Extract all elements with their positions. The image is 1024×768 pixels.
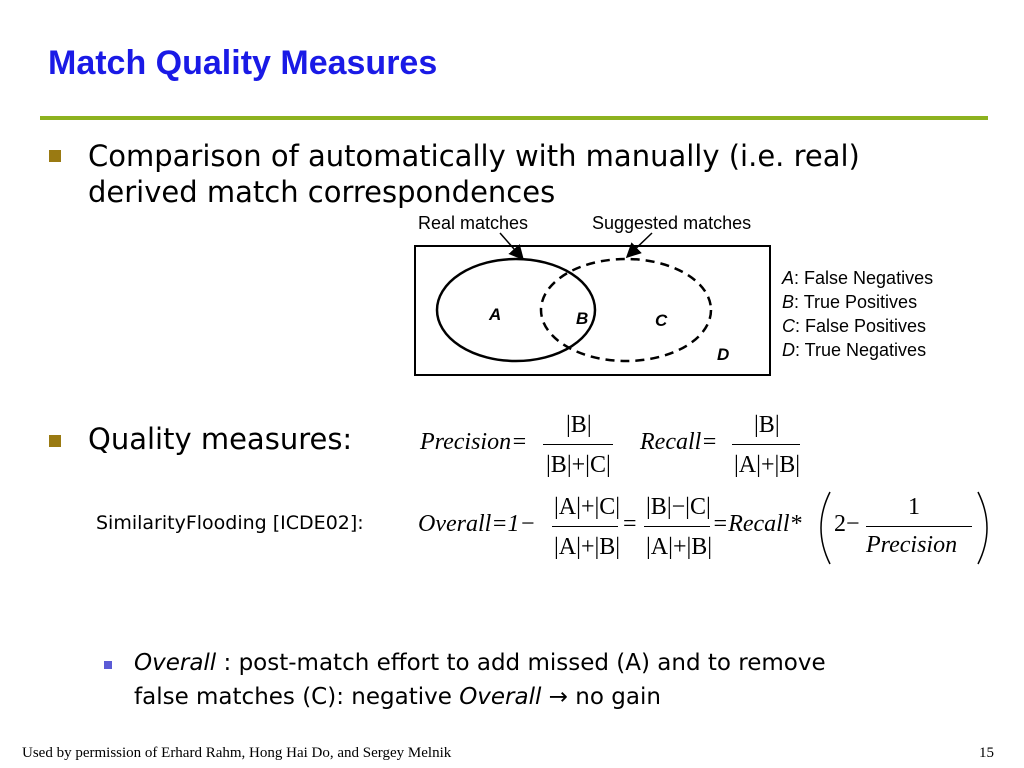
venn-legend: A: False Negatives B: True Positives C: …	[782, 266, 933, 362]
overall-explanation-line-1: Overall : post-match effort to add misse…	[134, 650, 826, 676]
precision-fraction-bar	[543, 444, 613, 445]
slide-title: Match Quality Measures	[48, 44, 438, 82]
overall-explanation: Overall : post-match effort to add misse…	[134, 646, 964, 714]
bullet-2-text: Quality measures:	[88, 422, 353, 456]
overall-lhs: Overall=1−	[418, 511, 536, 537]
overall-frac1-denominator: |A|+|B|	[554, 534, 621, 560]
precision-denominator: |B|+|C|	[546, 452, 611, 478]
region-a-label: A	[489, 305, 502, 324]
overall-equals: =	[623, 511, 637, 537]
recall-denominator: |A|+|B|	[734, 452, 801, 478]
region-d-label: D	[717, 345, 730, 364]
precision-lhs: Precision=	[420, 429, 528, 455]
overall-frac1-numerator: |A|+|C|	[554, 494, 621, 520]
suggested-matches-ellipse	[539, 257, 713, 363]
region-c-label: C	[655, 311, 668, 330]
footer-credit: Used by permission of Erhard Rahm, Hong …	[22, 745, 452, 761]
recall-numerator: |B|	[754, 412, 780, 438]
precision-numerator: |B|	[566, 412, 592, 438]
legend-item-a: A: False Negatives	[782, 268, 934, 288]
similarity-flooding-label: SimilarityFlooding [ICDE02]:	[96, 512, 364, 534]
bullet-marker-2	[49, 435, 61, 447]
overall-precision-word: Precision	[866, 532, 958, 558]
universe-box	[414, 245, 771, 376]
title-divider	[40, 116, 988, 120]
venn-label-real-matches: Real matches	[418, 213, 529, 233]
region-b-label: B	[576, 309, 589, 328]
overall-explanation-line-2: false matches (C): negative Overall → no…	[134, 684, 661, 710]
recall-fraction-bar	[732, 444, 800, 445]
overall-frac1-bar	[552, 526, 618, 527]
page-number: 15	[979, 745, 994, 761]
sub-bullet-marker	[104, 661, 112, 669]
overall-frac2-denominator: |A|+|B|	[646, 534, 713, 560]
overall-inner-fraction-bar	[866, 526, 972, 527]
bullet-1-line-1: Comparison of automatically with manuall…	[88, 139, 860, 173]
overall-two-minus: 2−	[834, 511, 860, 537]
overall-rhs: =Recall*	[712, 511, 802, 537]
legend-item-c: C: False Positives	[782, 316, 927, 336]
bullet-marker-1	[49, 150, 61, 162]
bullet-1-line-2: derived match correspondences	[88, 175, 556, 209]
overall-frac2-bar	[644, 526, 710, 527]
legend-item-d: D: True Negatives	[782, 340, 927, 360]
overall-frac2-numerator: |B|−|C|	[646, 494, 711, 520]
arrow-real-matches	[499, 232, 524, 261]
right-arrow-icon: →	[541, 684, 576, 710]
legend-item-b: B: True Positives	[782, 292, 918, 312]
overall-one: 1	[908, 494, 920, 520]
venn-label-suggested-matches: Suggested matches	[592, 213, 752, 233]
recall-lhs: Recall=	[640, 429, 718, 455]
arrow-suggested-matches	[625, 232, 653, 259]
